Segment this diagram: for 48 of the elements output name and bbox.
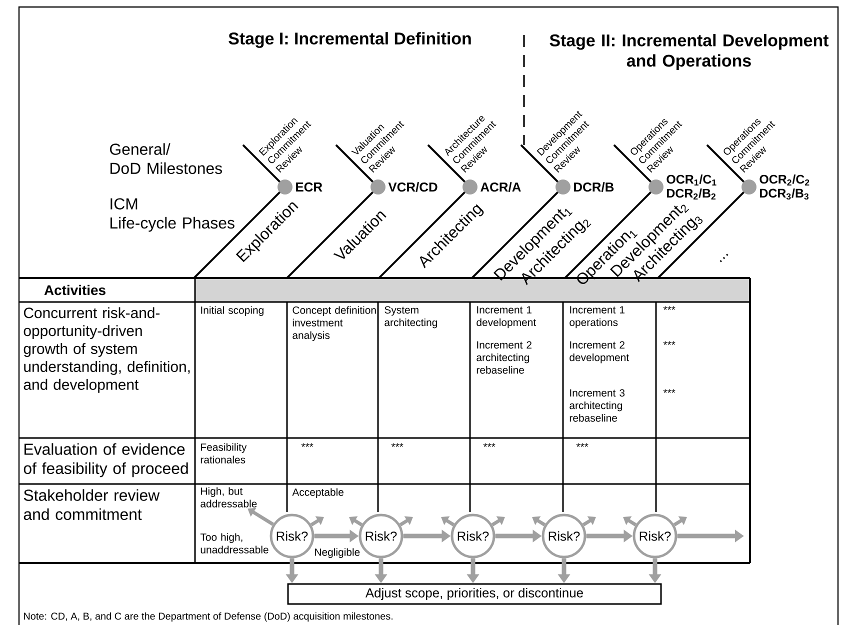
cell-text: Increment 2 development: [570, 341, 629, 364]
milestone-label: OCR$_{2}$/C$_{2}$: [760, 174, 810, 186]
row-heading: Stakeholder review and commitment: [24, 489, 160, 520]
cell-text: Increment 2 architecting rebaseline: [476, 341, 532, 374]
row-label: General/ DoD Milestones: [110, 143, 222, 174]
arrow: [310, 516, 324, 526]
cell-text: Increment 3 architecting rebaseline: [570, 389, 625, 422]
cell-text: Too high, unaddressable: [200, 533, 268, 554]
milestone-label: ACR/A: [480, 182, 521, 192]
arrow: [623, 516, 637, 526]
cell-text: Increment 1 operations: [570, 306, 624, 328]
arrow: [582, 516, 596, 526]
cell-text: ***: [663, 341, 676, 345]
cell-text: ***: [391, 443, 404, 447]
cell-text: ***: [483, 443, 496, 447]
arrow: [532, 516, 546, 526]
cell-text: ***: [663, 389, 676, 393]
arrow: [673, 516, 687, 526]
milestone-label: DCR$_{3}$/B$_{3}$: [760, 188, 809, 200]
cell-text: ***: [663, 306, 676, 310]
cell-text: Feasibility rationales: [200, 443, 247, 464]
cell-text: Initial scoping: [201, 306, 264, 316]
milestone-label: ECR: [296, 182, 322, 192]
cell-text: Acceptable: [292, 488, 344, 498]
arrow: [349, 516, 363, 526]
stage-title: Stage I: Incremental Definition: [228, 32, 471, 48]
arrow: [491, 516, 505, 526]
arrow: [441, 516, 455, 526]
stage-title: Stage II: Incremental Development and Operations: [550, 34, 829, 70]
milestone-label: DCR$_{2}$/B$_{2}$: [667, 188, 716, 200]
row-heading: Concurrent risk-and-opportunity-driven growth of system understanding, definition, and development: [24, 307, 190, 393]
row-heading: Evaluation of evidence of feasibility of proceed: [24, 443, 188, 478]
cell-text: ***: [576, 443, 588, 447]
milestone-label: VCR/CD: [388, 182, 438, 192]
cell-text: Concept definition investment analysis: [292, 306, 376, 342]
action-box: Adjust scope, priorities, or discontinue: [287, 583, 662, 605]
phase-label: ...: [720, 254, 728, 262]
cell-text: Negligible: [315, 548, 360, 558]
milestone-label: OCR$_{1}$/C$_{1}$: [666, 174, 716, 186]
arrow: [399, 516, 413, 526]
milestone-label: DCR/B: [574, 182, 614, 192]
cell-text: Increment 1 development: [476, 306, 536, 328]
note: Note: CD, A, B, and C are the Department of Defense (DoD) acquisition milestones.: [24, 612, 392, 622]
cell-text: High, but addressable: [200, 487, 257, 508]
cell-text: System architecting: [384, 306, 438, 328]
cell-text: ***: [301, 443, 314, 447]
row-label: ICM Life-cycle Phases: [110, 198, 234, 232]
table-header: Activities: [44, 284, 106, 296]
